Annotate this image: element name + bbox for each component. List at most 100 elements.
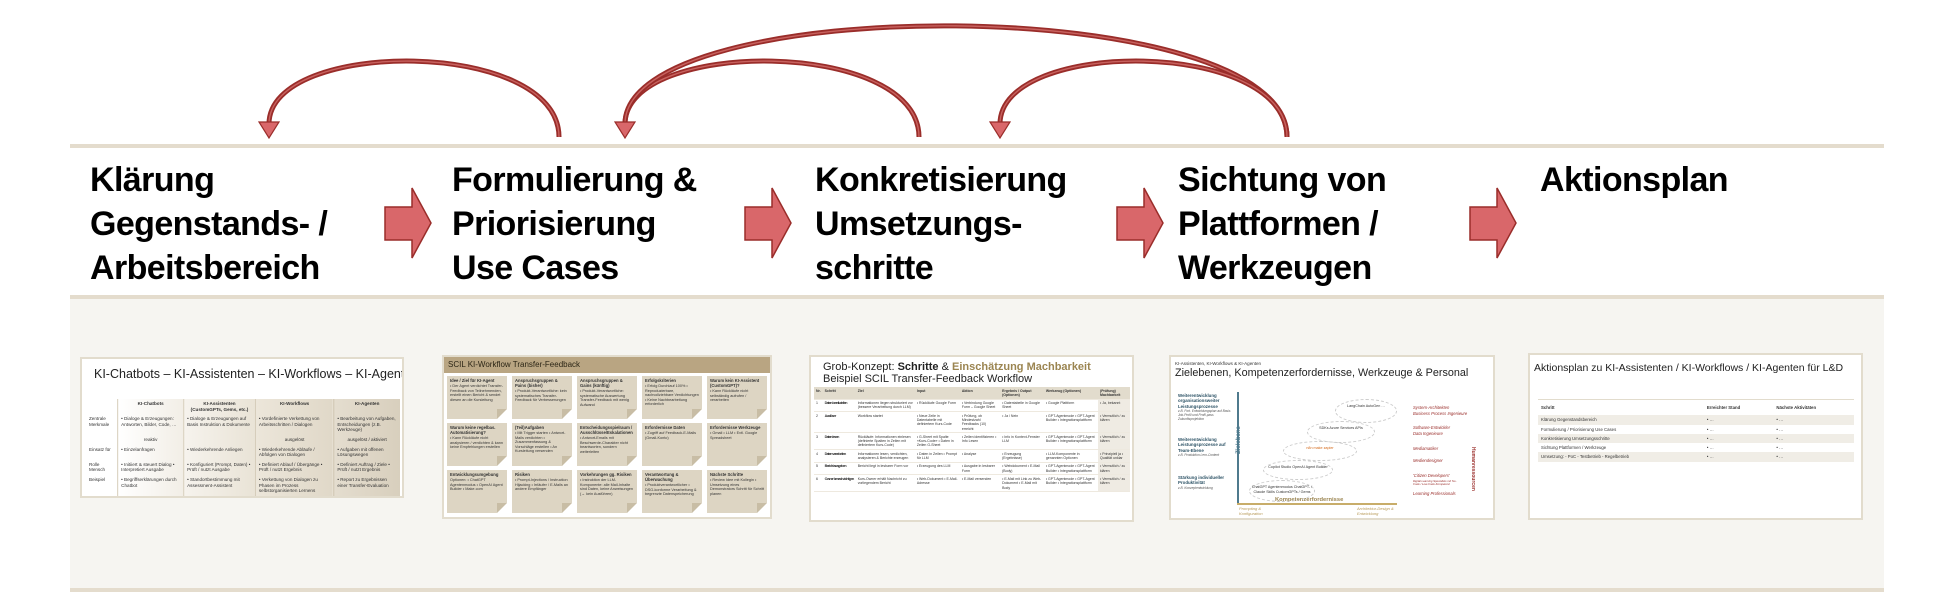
canvas-card: Anspruchsgruppen & Gains (künftig)• Prod…: [577, 376, 637, 419]
table-cell: 3: [814, 432, 823, 451]
thumbnail-ki-typen[interactable]: KI-Chatbots – KI-Assistenten – KI-Workfl…: [80, 357, 404, 498]
tool-cluster-sdks: SDKs Azure Services APIs: [1307, 421, 1375, 443]
step-aktionsplan: Aktionsplan: [1540, 158, 1729, 202]
card-title: Warum keine regelbas. Automatisierung?: [450, 425, 496, 435]
table-cell: • …: [1703, 452, 1774, 462]
card-title: (Teil)Aufgaben: [515, 425, 544, 430]
table-cell: • Google Plattform: [1043, 399, 1099, 413]
feedback-loop-arrows: [257, 23, 1290, 140]
card-text: • Prompt-Injections / Instruction Hijack…: [515, 478, 569, 492]
column-header-sub: (CustomGPTs, Gems, etc.): [190, 406, 249, 412]
table-cell: Workflow startet: [855, 411, 915, 434]
table-cell: • Standortbestimmung mit Assessment-Assi…: [183, 474, 256, 496]
canvas-card: Idee / Ziel für KI-Agent• Der Agent verd…: [447, 376, 507, 419]
table-cell: • Dialoge & Erzeugungen auf Basis Instru…: [183, 414, 256, 435]
table-cell: • Definiert Ablauf / Übergänge • Prüft /…: [254, 459, 334, 475]
table-cell: [183, 434, 256, 445]
table-row: Rolle Mensch• Initiiert & steuert Dialog…: [86, 459, 400, 475]
table-cell: Bericht liegt in lesbarer Form vor: [855, 462, 915, 476]
table-cell: • Info in Kontext-Fenster LLM: [1000, 432, 1044, 451]
card-text: Optionen: • ChatGPT Agentenmodus • OpenA…: [450, 478, 503, 492]
column-header-label: KI-Chatbots: [137, 401, 164, 406]
table-cell: • Bearbeitung von Aufgaben, Entscheidung…: [333, 414, 400, 435]
role: Data Ingenieure: [1413, 431, 1443, 436]
thumbnail-grob-konzept[interactable]: Grob-Konzept: Schritte & Einschätzung Ma…: [809, 355, 1134, 522]
column-header: KI-Workflows: [254, 399, 334, 415]
card-title: Verantwortung & Überwachung: [645, 472, 679, 482]
table-cell: • Ja, bekannt: [1098, 399, 1130, 413]
loop-arrow-sichtung-to-konkretisierung: [988, 58, 1290, 140]
table-row: Umsetzung: - PoC - Testbetrieb - Regelbe…: [1538, 452, 1854, 462]
table-cell: • Rückläufe Google Form: [914, 399, 960, 413]
thumbnail-title: KI-Chatbots – KI-Assistenten – KI-Workfl…: [94, 367, 404, 381]
table-cell: Formulierung / Priorisierung Use Cases: [1541, 426, 1617, 432]
step-line: Werkzeugen: [1178, 249, 1372, 287]
thumbnail-title: SCIL KI-Workflow Transfer-Feedback: [444, 357, 770, 373]
table-cell: • …: [1703, 433, 1774, 444]
canvas-card: Anspruchsgruppen & Pains (bisher)• Produ…: [512, 376, 572, 419]
table-cell: • Erzeugung (Ergebnisse): [1000, 449, 1044, 463]
card-text: • Mit Trigger starten • Antwort-Mails ve…: [515, 431, 566, 454]
step-klaerung: Klärung Gegenstands- / Arbeitsbereich: [90, 158, 328, 290]
table-cell: • Konfiguriert (Prompt, Daten) • Prüft /…: [183, 459, 256, 475]
thumbnail-subtitle: KI-Assistenten, KI-Workflows & KI-Agente…: [1175, 361, 1261, 366]
table-cell: Sichtung Plattformen / Werkzeuge: [1541, 445, 1607, 451]
band-bottom-divider: [70, 588, 1884, 592]
table-row: Klärung Gegenstandsbereich• …• …: [1538, 415, 1854, 425]
table-cell: • Aufgaben mit offenen Lösungswegen: [333, 444, 400, 460]
table-row: Formulierung / Priorisierung Use Cases• …: [1538, 425, 1854, 434]
card-text: • Kann Rückläufe nicht analysieren / ver…: [450, 436, 503, 450]
thumbnail-title: Aktionsplan zu KI-Assistenten / KI-Workf…: [1534, 362, 1844, 374]
column-header-label: KI-Agenten: [354, 401, 380, 406]
thumbnail-workflow-canvas[interactable]: SCIL KI-Workflow Transfer-Feedback Idee …: [442, 355, 772, 519]
table-cell: • Vermutlich / zu klären: [1098, 462, 1130, 476]
x-axis-left-label: Prompting & Konfiguration: [1239, 506, 1263, 516]
table-cell: Bericht ausgeben: [822, 462, 856, 476]
column-header: Werkzeug (Optionen): [1043, 387, 1099, 400]
step-line: Gegenstands- /: [90, 205, 328, 243]
column-header: KI-Agenten: [333, 399, 400, 415]
thumbnail-aktionsplan[interactable]: Aktionsplan zu KI-Assistenten / KI-Workf…: [1528, 353, 1863, 520]
thumbnail-zielebenen[interactable]: KI-Assistenten, KI-Workflows & KI-Agente…: [1169, 355, 1495, 520]
table-cell: • GPT-Agentmode • GPT-Agent Builder • In…: [1043, 474, 1099, 493]
row-label: Rolle Mensch: [89, 461, 106, 473]
table-cell: Daten bereit-stellen: [822, 399, 856, 413]
table-cell: • Verbindung Google Form – Google Sheet: [959, 399, 1001, 413]
table-cell: • Vermutlich / zu klären: [1098, 432, 1130, 451]
table-cell: • Vermutlich / zu klären: [1098, 474, 1130, 493]
column-header-label: KI-Assistenten: [203, 401, 236, 406]
canvas-card: Nächste Schritte• Review Idee mit Kolleg…: [707, 470, 767, 513]
card-title: Erfolgskriterien: [645, 378, 676, 383]
table-cell: • …: [1776, 445, 1784, 451]
table-cell: • G-Sheet mit Spalte «Kurs-Code» • Daten…: [914, 432, 960, 451]
thumbnail-subtitle: Beispiel SCIL Transfer-Feedback Workflow: [823, 373, 1033, 385]
ki-typen-table: KI-Chatbots KI-Assistenten(CustomGPTs, Ge…: [86, 399, 400, 496]
right-arrow-icon: [1469, 187, 1517, 259]
table-cell: • Verkettung von Dialogen zu Phasen im P…: [254, 474, 334, 496]
column-header: Nr.: [814, 387, 823, 400]
step-line: Aktionsplan: [1540, 161, 1729, 199]
tool-cluster-copilot: Copilot Studio OpenAI Agent Builder: [1263, 460, 1333, 480]
table-cell: Informationen liegen strukturiert vor (b…: [855, 399, 915, 413]
card-text: • Review Idee mit Kollegin • Umsetzung e…: [710, 478, 765, 496]
level-title: Stärkung individueller Produktivität: [1178, 475, 1225, 486]
header-cell: [86, 399, 118, 414]
x-axis-label: Kompetenzerfordernisse: [1275, 497, 1344, 503]
table-cell: • …: [1773, 415, 1854, 425]
card-text: • Kann Rückläufe nicht selbständig aufru…: [710, 389, 749, 403]
card-title: Warum kein KI-Assistent (CustomGPT)?: [710, 378, 760, 388]
column-header: KI-Assistenten(CustomGPTs, Gems, etc.): [183, 399, 256, 415]
table-cell: • Webdokument • E-Mail (Body): [1000, 462, 1044, 476]
table-cell: Owner benach-richtigen: [822, 474, 856, 493]
table-cell: • …: [1773, 452, 1854, 462]
step-sichtung: Sichtung von Plattformen / Werkzeugen: [1178, 158, 1387, 290]
table-cell: • LLM-Komponente in genannten Optionen: [1043, 449, 1099, 463]
table-cell: 4: [814, 449, 823, 463]
step-line: Arbeitsbereich: [90, 249, 320, 287]
table-row: Sichtung Plattformen / Werkzeuge• …• …: [1538, 443, 1854, 452]
card-title: Vorkehrungen gg. Risiken: [580, 472, 632, 477]
role: Mediamatiker: [1413, 446, 1439, 451]
